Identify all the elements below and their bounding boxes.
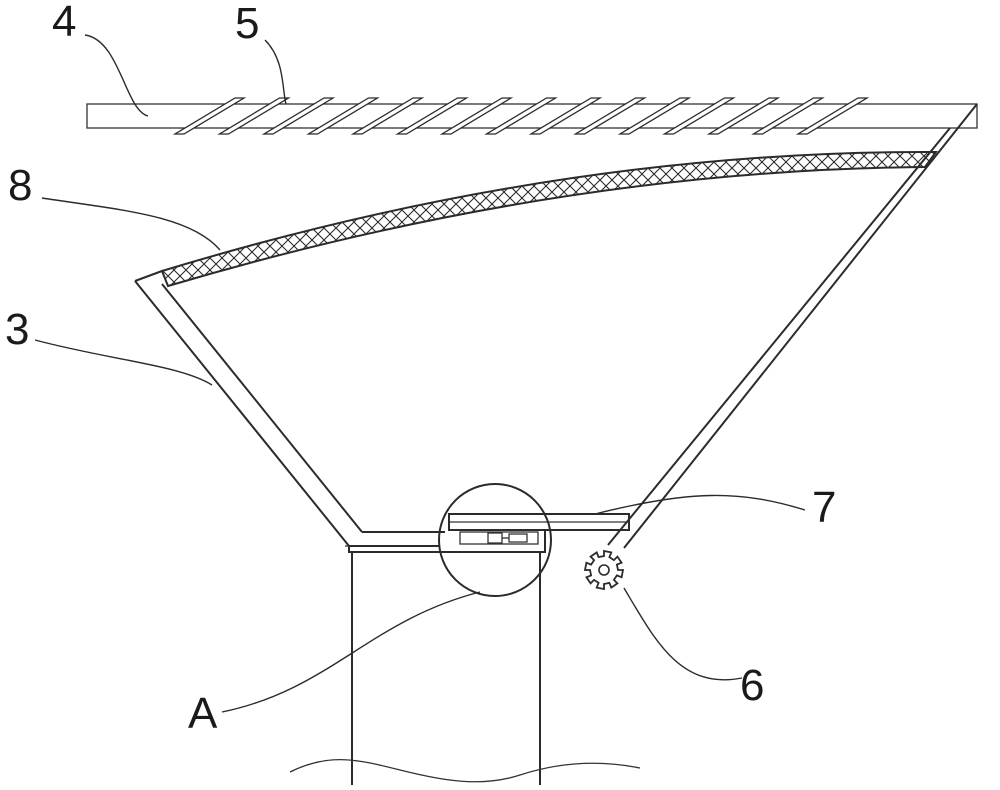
part-7-plate	[448, 513, 630, 531]
leader-5	[264, 39, 287, 105]
label-part-3: 3	[5, 305, 29, 354]
leader-6	[623, 587, 743, 681]
slat	[350, 97, 425, 135]
label-part-5: 5	[235, 0, 259, 48]
label-part-4: 4	[52, 0, 76, 46]
label-part-6: 6	[740, 661, 764, 710]
slat	[662, 97, 736, 135]
slat	[528, 97, 603, 135]
leader-a	[221, 591, 481, 713]
leader-7	[594, 494, 806, 515]
labels: 4 5 8 3 7 6 A	[5, 0, 836, 738]
slat	[706, 97, 781, 135]
part-6-gear	[583, 549, 625, 591]
slat	[484, 97, 558, 135]
slat	[172, 97, 247, 135]
part-8-screen	[160, 150, 938, 288]
slat	[795, 97, 870, 135]
leader-lines	[34, 34, 806, 713]
leader-4	[84, 34, 149, 117]
part-3-hopper	[134, 103, 978, 549]
part-4-bar	[86, 103, 978, 129]
label-part-8: 8	[8, 161, 32, 210]
slat	[573, 97, 647, 135]
leader-8	[41, 197, 221, 251]
label-detail-a: A	[188, 689, 218, 738]
support-column	[289, 530, 641, 785]
detail-a-circle	[438, 483, 552, 597]
gear-hub	[598, 564, 610, 576]
slat	[261, 97, 336, 135]
detail-a-mechanism	[459, 531, 539, 545]
slat	[395, 97, 469, 135]
slat	[617, 97, 692, 135]
slat	[306, 97, 380, 135]
slat	[439, 97, 514, 135]
slat	[751, 97, 825, 135]
label-part-7: 7	[812, 483, 836, 532]
part-5-slats	[172, 97, 870, 135]
leader-3	[34, 339, 213, 386]
